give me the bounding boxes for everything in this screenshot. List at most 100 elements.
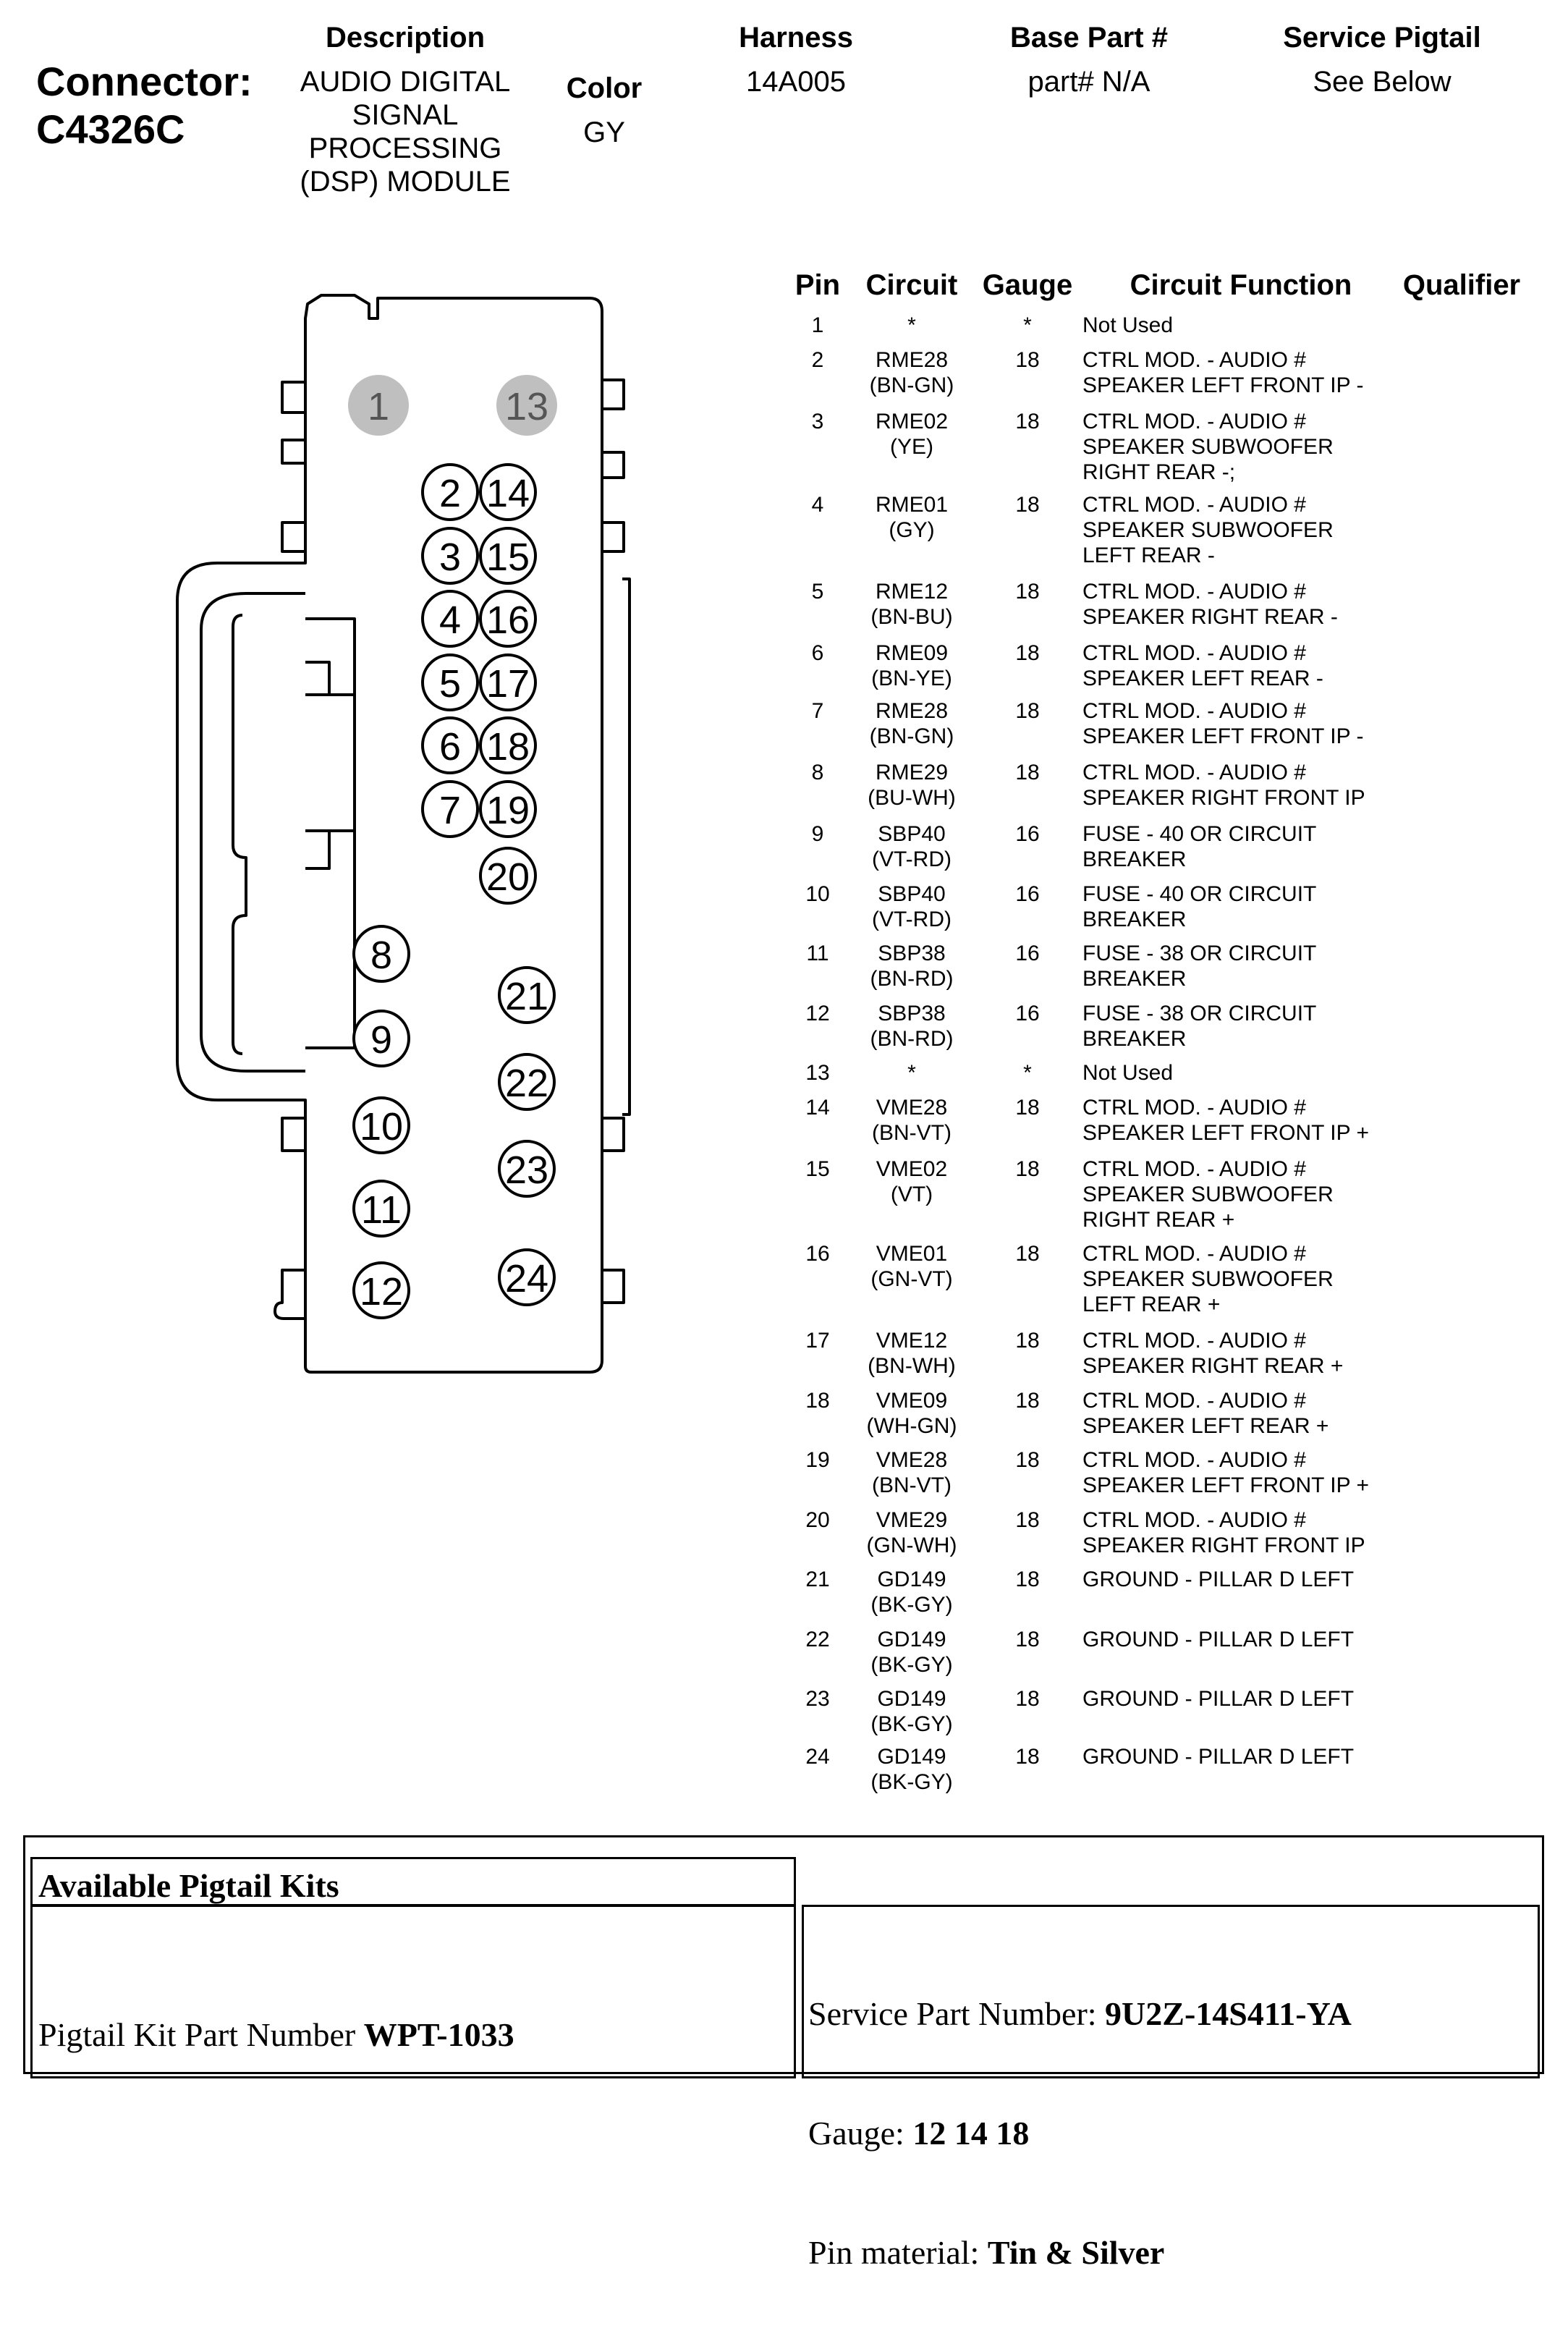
function-cell: CTRL MOD. - AUDIO # SPEAKER LEFT FRONT I…	[1082, 1448, 1369, 1497]
gauge-cell: 18	[1015, 699, 1040, 723]
pin-number-label: 21	[505, 975, 548, 1018]
pin-circle	[352, 1261, 410, 1319]
pin-circle	[496, 375, 557, 436]
pin-number-label: 4	[439, 598, 461, 642]
gauge-cell: 18	[1015, 580, 1040, 604]
pin-circle	[421, 527, 479, 585]
pin-number-label: 9	[370, 1018, 392, 1062]
function-cell: CTRL MOD. - AUDIO # SPEAKER RIGHT REAR -	[1082, 580, 1338, 629]
function-cell: CTRL MOD. - AUDIO # SPEAKER RIGHT FRONT …	[1082, 1508, 1365, 1557]
circuit-cell: SBP40 (VT-RD)	[872, 882, 952, 931]
bump-right-3	[602, 521, 625, 553]
pin-circle	[479, 847, 537, 905]
bump-right-5	[602, 1269, 625, 1304]
pin-cell: 4	[811, 493, 824, 517]
gauge-cell: 18	[1015, 1096, 1040, 1120]
pin-number-label: 2	[439, 472, 461, 515]
pin-circle	[421, 590, 479, 648]
col-header-gauge: Gauge	[982, 269, 1073, 301]
pin-cell: 1	[811, 313, 824, 337]
gauge-cell: 18	[1015, 1568, 1040, 1591]
circuit-cell: VME28 (BN-VT)	[872, 1448, 952, 1497]
pin-cavity-23: 23	[498, 1140, 556, 1198]
bump-left-3	[281, 521, 305, 553]
circuit-cell: VME28 (BN-VT)	[872, 1096, 952, 1145]
pin-circle	[498, 1140, 556, 1198]
bump-right-4	[602, 1117, 625, 1152]
pin-cell: 13	[805, 1061, 830, 1085]
gauge-cell: 18	[1015, 1329, 1040, 1353]
function-cell: CTRL MOD. - AUDIO # SPEAKER LEFT REAR +	[1082, 1389, 1329, 1438]
circuit-cell: RME02 (YE)	[875, 410, 949, 459]
pin-circle	[421, 653, 479, 711]
circuit-cell: SBP38 (BN-RD)	[870, 1002, 954, 1051]
pin-cell: 14	[805, 1096, 830, 1120]
gauge-cell: 18	[1015, 1389, 1040, 1413]
function-cell: GROUND - PILLAR D LEFT	[1082, 1745, 1355, 1769]
latch-cavity-outer	[200, 592, 305, 1073]
pigtail-header-box: Available Pigtail Kits	[30, 1857, 796, 1906]
bump-left-2	[281, 439, 305, 465]
harness-label: Harness	[739, 22, 853, 54]
circuit-cell: GD149 (BK-GY)	[870, 1568, 953, 1617]
bump-right-1	[602, 378, 625, 410]
function-cell: CTRL MOD. - AUDIO # SPEAKER RIGHT FRONT …	[1082, 761, 1365, 810]
pin-cavity-2: 2	[421, 463, 479, 521]
circuit-cell: *	[907, 1061, 916, 1085]
gauge-cell: 18	[1015, 493, 1040, 517]
pin-number-label: 12	[360, 1270, 403, 1314]
pin-number-label: 10	[360, 1105, 403, 1148]
circuit-cell: GD149 (BK-GY)	[870, 1745, 953, 1794]
service-part-label: Service Part Number:	[808, 1995, 1106, 2032]
kit-part-value: WPT-1033	[363, 2016, 514, 2053]
pin-number-label: 14	[486, 472, 530, 515]
function-cell: CTRL MOD. - AUDIO # SPEAKER SUBWOOFER RI…	[1082, 1157, 1334, 1232]
pin-material-line: Pin material: Tin & Silver	[808, 2233, 1352, 2272]
pin-cell: 23	[805, 1687, 830, 1711]
pin-cavity-12: 12	[352, 1261, 410, 1319]
circuit-cell: VME12 (BN-WH)	[868, 1329, 956, 1378]
pin-cell: 6	[811, 641, 824, 665]
kit-part-label: Pigtail Kit Part Number	[38, 2016, 364, 2053]
col-header-qualifier: Qualifier	[1402, 269, 1521, 301]
bump-left-5	[274, 1269, 305, 1320]
pin-cavity-17: 17	[479, 653, 537, 711]
function-cell: FUSE - 40 OR CIRCUIT BREAKER	[1082, 822, 1317, 871]
pin-cell: 7	[811, 699, 824, 723]
pin-cavity-20: 20	[479, 847, 537, 905]
pin-number-label: 6	[439, 725, 461, 769]
pin-circle	[352, 1010, 410, 1067]
pin-cell: 12	[805, 1002, 830, 1025]
gauge-value: 12 14 18	[912, 2115, 1030, 2152]
pin-cell: 5	[811, 580, 824, 604]
base-part-value: part# N/A	[1027, 66, 1150, 98]
circuit-cell: RME01 (GY)	[875, 493, 949, 542]
pin-circle	[421, 780, 479, 838]
gauge-cell: 18	[1015, 1242, 1040, 1266]
pin-cell: 2	[811, 348, 824, 372]
pin-cavity-16: 16	[479, 590, 537, 648]
connector-title: Connector: C4326C	[36, 58, 253, 153]
pin-cavity-6: 6	[421, 716, 479, 774]
latch-tab-upper	[305, 661, 331, 696]
pin-circle	[348, 375, 409, 436]
function-cell: CTRL MOD. - AUDIO # SPEAKER SUBWOOFER LE…	[1082, 1242, 1334, 1316]
function-cell: FUSE - 40 OR CIRCUIT BREAKER	[1082, 882, 1317, 931]
service-part-details: Service Part Number: 9U2Z-14S411-YA Gaug…	[808, 1914, 1352, 2352]
gauge-cell: 18	[1015, 348, 1040, 372]
circuit-cell: GD149 (BK-GY)	[870, 1687, 953, 1736]
color-label: Color	[566, 72, 643, 104]
circuit-cell: VME09 (WH-GN)	[866, 1389, 957, 1438]
pin-circle	[479, 653, 537, 711]
pin-circle	[421, 463, 479, 521]
circuit-cell: RME28 (BN-GN)	[869, 348, 954, 397]
gauge-cell: 18	[1015, 1448, 1040, 1472]
pin-cell: 9	[811, 822, 824, 846]
pin-cavity-1: 1	[348, 375, 409, 436]
service-part-box: Service Part Number: 9U2Z-14S411-YA Gaug…	[802, 1905, 1540, 2271]
pin-cell: 17	[805, 1329, 830, 1353]
pin-cell: 15	[805, 1157, 830, 1181]
circuit-cell: *	[907, 313, 916, 337]
pigtail-kit-part-number: Pigtail Kit Part Number WPT-1033	[38, 2015, 514, 2054]
pin-cavity-14: 14	[479, 463, 537, 521]
